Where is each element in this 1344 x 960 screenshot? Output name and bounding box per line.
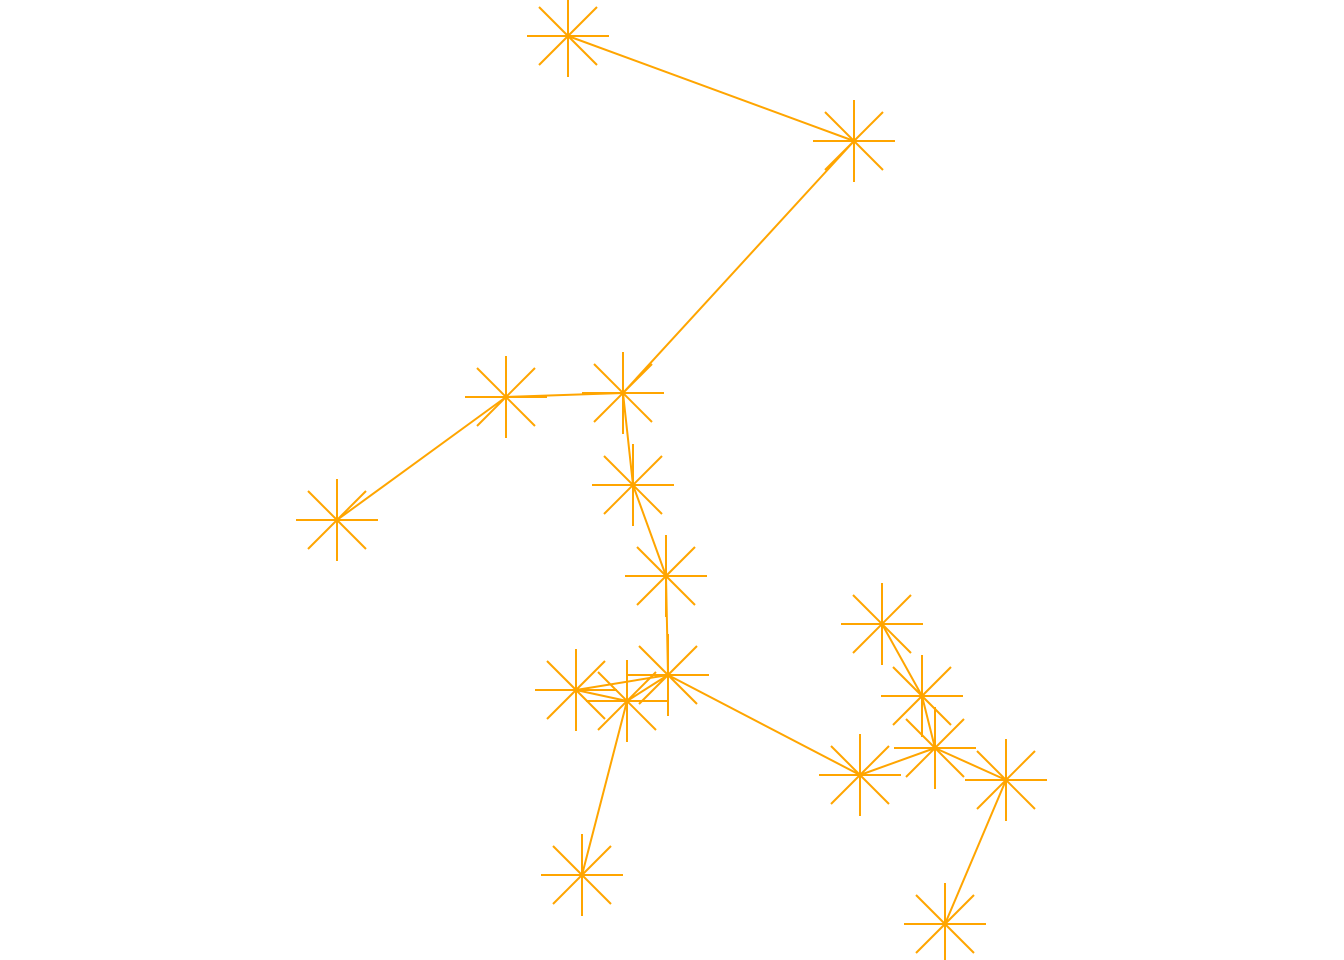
- edge-n16-n17: [944, 779, 1007, 925]
- asterisk-icon: [582, 352, 664, 434]
- asterisk-icon: [535, 649, 617, 731]
- edge-n15-n16: [934, 747, 1007, 781]
- edge-n4-n5: [336, 396, 507, 521]
- asterisk-ray: [824, 111, 884, 171]
- asterisk-ray: [476, 367, 536, 427]
- node-layer: [296, 0, 1047, 960]
- asterisk-icon: [894, 707, 976, 789]
- asterisk-ray: [830, 745, 890, 805]
- edge-n8-n10: [626, 674, 669, 702]
- edge-layer: [336, 35, 1007, 925]
- edge-n3-n6: [622, 392, 634, 486]
- asterisk-icon: [586, 660, 668, 742]
- asterisk-icon: [904, 883, 986, 960]
- edge-n1-n2: [567, 35, 855, 142]
- asterisk-icon: [541, 834, 623, 916]
- asterisk-icon: [296, 479, 378, 561]
- edge-n2-n3: [622, 140, 855, 394]
- asterisk-ray: [552, 845, 612, 905]
- asterisk-icon: [841, 583, 923, 665]
- asterisk-ray: [593, 363, 653, 423]
- asterisk-ray: [976, 750, 1036, 810]
- asterisk-ray: [636, 546, 696, 606]
- asterisk-icon: [592, 444, 674, 526]
- asterisk-icon: [465, 356, 547, 438]
- asterisk-icon: [965, 739, 1047, 821]
- asterisk-icon: [813, 100, 895, 182]
- edge-n6-n7: [632, 484, 667, 577]
- edge-n9-n10: [575, 689, 628, 702]
- edge-n8-n12: [667, 674, 861, 776]
- edge-n13-n14: [881, 623, 923, 697]
- asterisk-ray: [603, 455, 663, 515]
- asterisk-ray: [546, 660, 606, 720]
- asterisk-icon: [881, 655, 963, 737]
- edge-n14-n15: [921, 695, 936, 749]
- asterisk-ray: [892, 666, 952, 726]
- edge-n10-n11: [581, 700, 628, 876]
- asterisk-icon: [627, 634, 709, 716]
- edge-n8-n9: [575, 674, 669, 691]
- asterisk-ray: [597, 671, 657, 731]
- asterisk-ray: [638, 645, 698, 705]
- asterisk-ray: [915, 894, 975, 954]
- asterisk-ray: [538, 6, 598, 66]
- asterisk-ray: [905, 718, 965, 778]
- asterisk-icon: [819, 734, 901, 816]
- asterisk-ray: [852, 594, 912, 654]
- asterisk-icon: [527, 0, 609, 77]
- edge-n12-n15: [859, 747, 936, 776]
- asterisk-ray: [307, 490, 367, 550]
- asterisk-icon: [625, 535, 707, 617]
